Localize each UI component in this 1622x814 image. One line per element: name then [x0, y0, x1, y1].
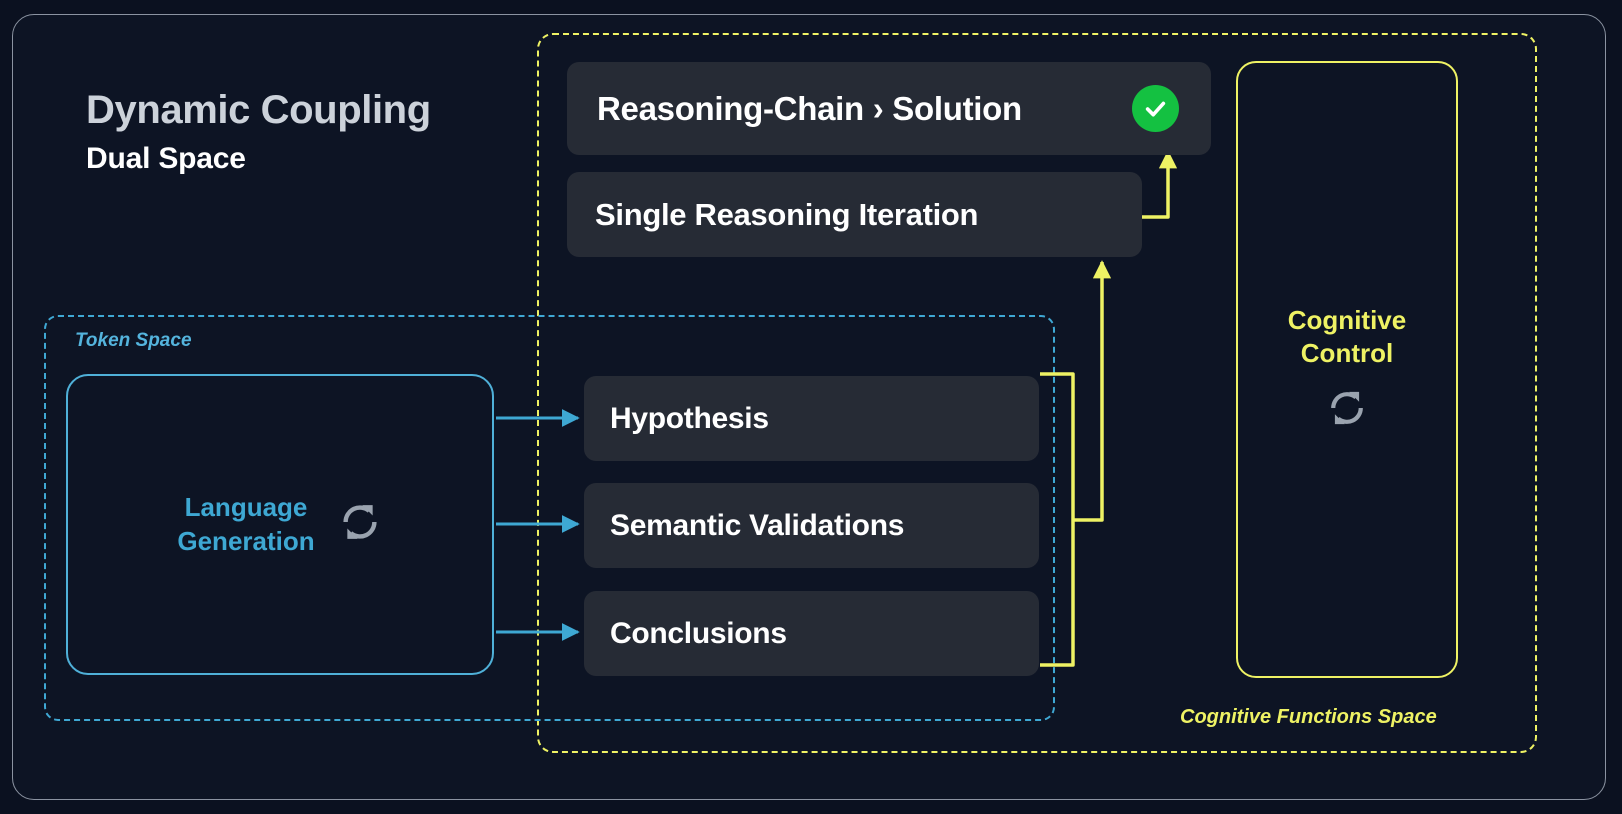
card-hypothesis[interactable]: Hypothesis	[584, 376, 1039, 461]
cognitive-functions-space-label: Cognitive Functions Space	[1180, 706, 1437, 728]
title-subtitle: Dual Space	[86, 141, 246, 175]
sync-icon	[1325, 386, 1369, 435]
card-solution-label: Reasoning-Chain › Solution	[597, 89, 1022, 127]
card-semantic-label: Semantic Validations	[610, 508, 905, 542]
card-conclusions[interactable]: Conclusions	[584, 591, 1039, 676]
cognitive-functions-space-region	[537, 33, 1537, 753]
card-hypothesis-label: Hypothesis	[610, 401, 769, 435]
language-generation-label: Language Generation	[177, 492, 315, 556]
language-generation-box[interactable]: Language Generation	[66, 374, 494, 675]
token-space-label: Token Space	[75, 330, 192, 351]
card-conclusions-label: Conclusions	[610, 616, 787, 650]
card-single-reasoning-iteration[interactable]: Single Reasoning Iteration	[567, 172, 1142, 257]
check-icon	[1132, 85, 1179, 132]
card-semantic-validations[interactable]: Semantic Validations	[584, 483, 1039, 568]
page-title: Dynamic Coupling Dual Space	[86, 88, 606, 176]
title-main: Dynamic Coupling	[86, 88, 431, 132]
sync-icon	[337, 499, 383, 550]
cognitive-control-box[interactable]: Cognitive Control	[1236, 61, 1458, 678]
cognitive-control-label: Cognitive Control	[1287, 304, 1407, 368]
card-reasoning-chain-solution[interactable]: Reasoning-Chain › Solution	[567, 62, 1211, 155]
card-iteration-label: Single Reasoning Iteration	[595, 196, 979, 232]
